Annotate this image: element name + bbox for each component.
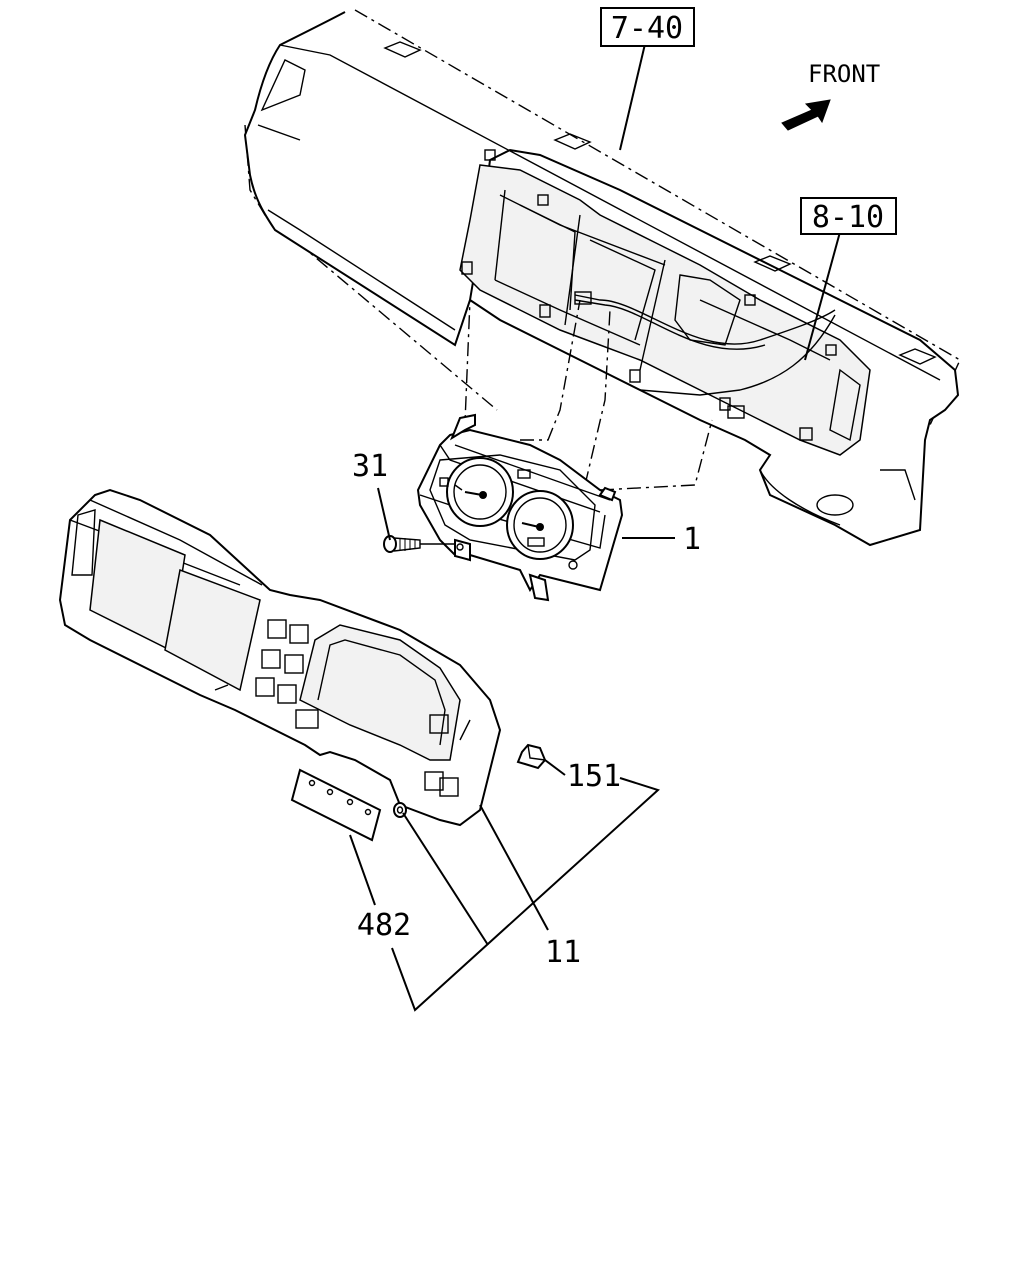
front-indicator: FRONT	[781, 60, 880, 131]
ref-box-harness	[800, 197, 897, 235]
callout-labels: 7-40 8-10 31 1 151 482 11	[352, 7, 897, 970]
dashboard-assembly	[243, 9, 961, 547]
part-screw-label[interactable]: 31	[352, 449, 388, 484]
ref-box-dashboard	[600, 7, 695, 47]
clip-part	[516, 743, 547, 770]
front-label: FRONT	[808, 60, 880, 88]
part-bezel-label[interactable]: 11	[545, 935, 581, 970]
arrow-icon	[781, 99, 831, 131]
part-bracket-label[interactable]: 482	[357, 908, 411, 943]
leader-lines	[349, 43, 841, 1012]
part-clip-label[interactable]: 151	[567, 759, 621, 794]
bezel-assembly	[58, 488, 502, 827]
part-meter-label[interactable]: 1	[683, 522, 701, 557]
meter-cluster	[416, 413, 624, 602]
ref-harness-label[interactable]: 8-10	[812, 200, 884, 235]
ref-dashboard-label[interactable]: 7-40	[611, 11, 683, 46]
bracket-part	[290, 768, 407, 842]
